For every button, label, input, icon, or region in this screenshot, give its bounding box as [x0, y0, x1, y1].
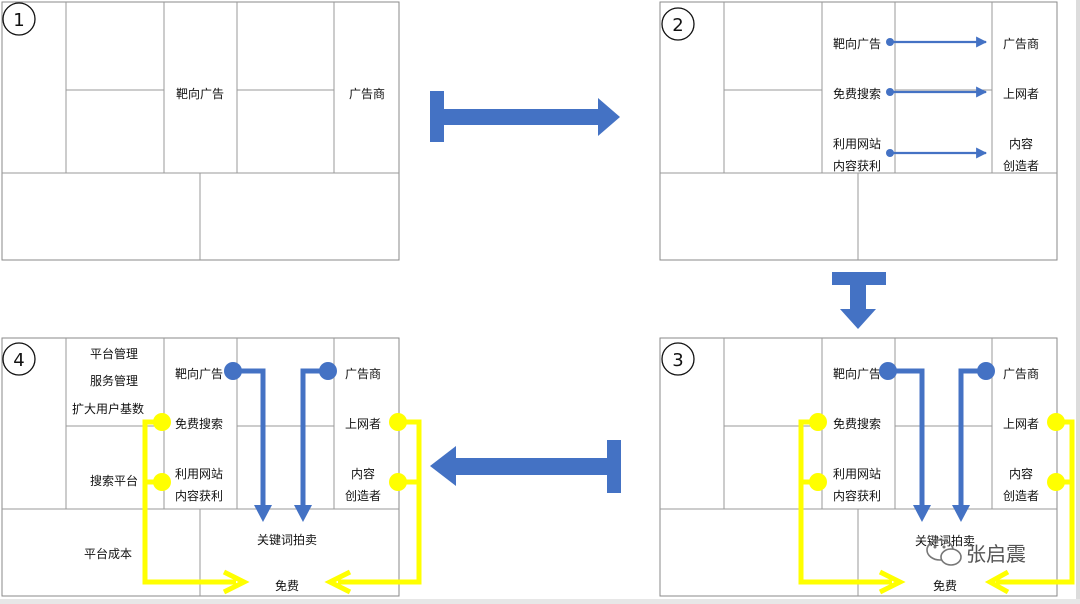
panel-4-expand-users: 扩大用户基数 [72, 401, 144, 416]
panel-2-connector-arrows [886, 36, 988, 159]
panel-4-creators-line1: 内容 [351, 466, 375, 481]
panel-3-monetize-line2: 内容获利 [833, 488, 881, 503]
panel-2-advertisers: 广告商 [1003, 36, 1039, 51]
panel-1-badge-number: 1 [13, 10, 24, 31]
panel-2-monetize-line2: 内容获利 [833, 158, 881, 173]
panel-4-free-search: 免费搜索 [175, 416, 223, 431]
panel-4-yellow-flows [142, 413, 422, 595]
panel-3-creators-line1: 内容 [1009, 466, 1033, 481]
panel-2-web-users: 上网者 [1003, 87, 1039, 101]
panel-2-monetize-line1: 利用网站 [833, 137, 881, 151]
panel-2-creators-line2: 创造者 [1003, 159, 1039, 173]
panel-3-free-search: 免费搜索 [833, 416, 881, 431]
panel-3-badge [661, 342, 695, 376]
panel-3-yellow-flows [798, 413, 1075, 595]
watermark: 张启震 [926, 539, 1026, 566]
panel-3-web-users: 上网者 [1003, 417, 1039, 431]
transition-arrow-2-to-3 [832, 272, 886, 329]
panel-1-badge [2, 2, 36, 36]
panel-4-creators-line2: 创造者 [345, 489, 381, 503]
watermark-text: 张启震 [966, 542, 1026, 566]
panel-3-canvas: 3 靶向广告 免费搜索 利用网站 内容获利 广告商 上网者 内容 创造者 关键词… [659, 337, 1075, 597]
panel-2-targeted-ads: 靶向广告 [833, 36, 881, 51]
panel-4-canvas: 4 平台管理 服务管理 扩大用户基数 搜索平台 靶向广告 免费搜索 利用网站 内… [1, 337, 422, 597]
panel-4-web-users: 上网者 [345, 417, 381, 431]
panel-4-platform-cost: 平台成本 [84, 546, 132, 561]
panel-2-badge-number: 2 [672, 15, 683, 36]
panel-4-free: 免费 [275, 578, 299, 593]
panel-4-monetize-line2: 内容获利 [175, 488, 223, 503]
panel-4-advertisers: 广告商 [345, 366, 381, 381]
panel-3-badge-number: 3 [672, 350, 683, 371]
panel-4-monetize-line1: 利用网站 [175, 467, 223, 481]
panel-4-platform-mgmt: 平台管理 [90, 346, 138, 361]
transition-arrow-3-to-4 [430, 440, 621, 493]
panel-1-advertisers: 广告商 [349, 86, 385, 101]
panel-2-free-search: 免费搜索 [833, 86, 881, 101]
panel-1-canvas: 1 靶向广告 广告商 [1, 1, 400, 261]
panel-3-creators-line2: 创造者 [1003, 489, 1039, 503]
panel-3-advertisers: 广告商 [1003, 366, 1039, 381]
panel-4-search-platform: 搜索平台 [90, 473, 138, 488]
panel-4-badge [2, 342, 36, 376]
panel-4-badge-number: 4 [13, 350, 24, 371]
panel-3-blue-flows [879, 362, 995, 522]
panel-1-targeted-ads: 靶向广告 [176, 86, 224, 101]
window-bottom-edge [0, 599, 1080, 604]
panel-2-canvas: 2 靶向广告 免费搜索 利用网站 内容获利 广告商 上网者 内容 创造者 [659, 1, 1058, 261]
panel-4-service-mgmt: 服务管理 [90, 373, 138, 388]
panel-2-creators-line1: 内容 [1009, 136, 1033, 151]
panel-4-keyword-auction: 关键词拍卖 [257, 532, 317, 547]
panel-3-monetize-line1: 利用网站 [833, 467, 881, 481]
panel-4-blue-flows [224, 362, 337, 522]
panel-3-free: 免费 [933, 578, 957, 593]
panel-3-targeted-ads: 靶向广告 [833, 366, 881, 381]
transition-arrow-1-to-2 [430, 91, 620, 142]
window-right-edge [1076, 0, 1080, 604]
panel-4-targeted-ads: 靶向广告 [175, 366, 223, 381]
panel-2-badge [661, 7, 695, 41]
wechat-icon [926, 539, 962, 566]
